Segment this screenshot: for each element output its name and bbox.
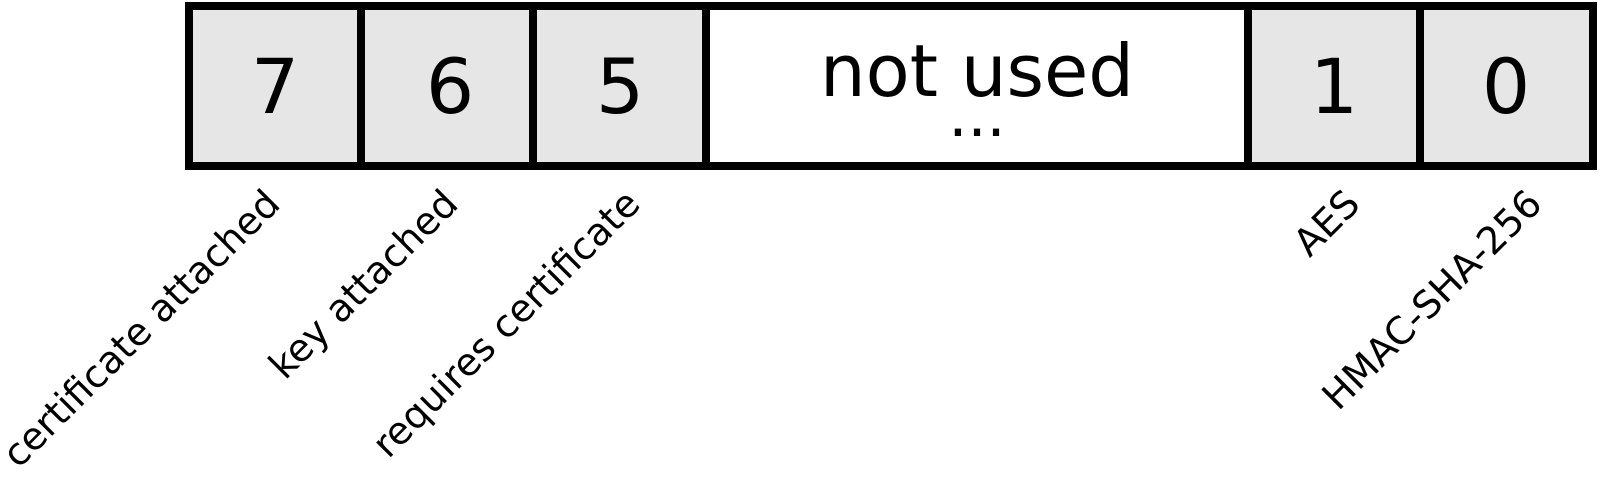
bit-7-field: 7 (185, 2, 365, 170)
bit-7-number: 7 (251, 42, 299, 131)
bit-6-number: 6 (426, 42, 474, 131)
bit-7-box (185, 2, 365, 170)
bit-6-field: 6 (357, 2, 537, 170)
bit-7-description: certificate attached (0, 181, 288, 476)
unused-ellipsis: ... (948, 81, 1005, 151)
bit-5-number: 5 (596, 42, 644, 131)
bit-5-field: 5 (529, 2, 710, 170)
bit-6-description: key attached (260, 181, 466, 387)
not-used-label: not used (820, 29, 1134, 113)
bit-0-field: 0 (1416, 2, 1597, 170)
unused-bits-field: not used ... (702, 2, 1252, 170)
bit-1-description: AES (1285, 181, 1369, 265)
bit-0-number: 0 (1482, 42, 1530, 131)
bit-1-box (1244, 2, 1424, 170)
bit-5-box (529, 2, 710, 170)
bit-1-number: 1 (1310, 42, 1358, 131)
bit-1-field: 1 (1244, 2, 1424, 170)
bit-0-box (1416, 2, 1597, 170)
bit-6-box (357, 2, 537, 170)
